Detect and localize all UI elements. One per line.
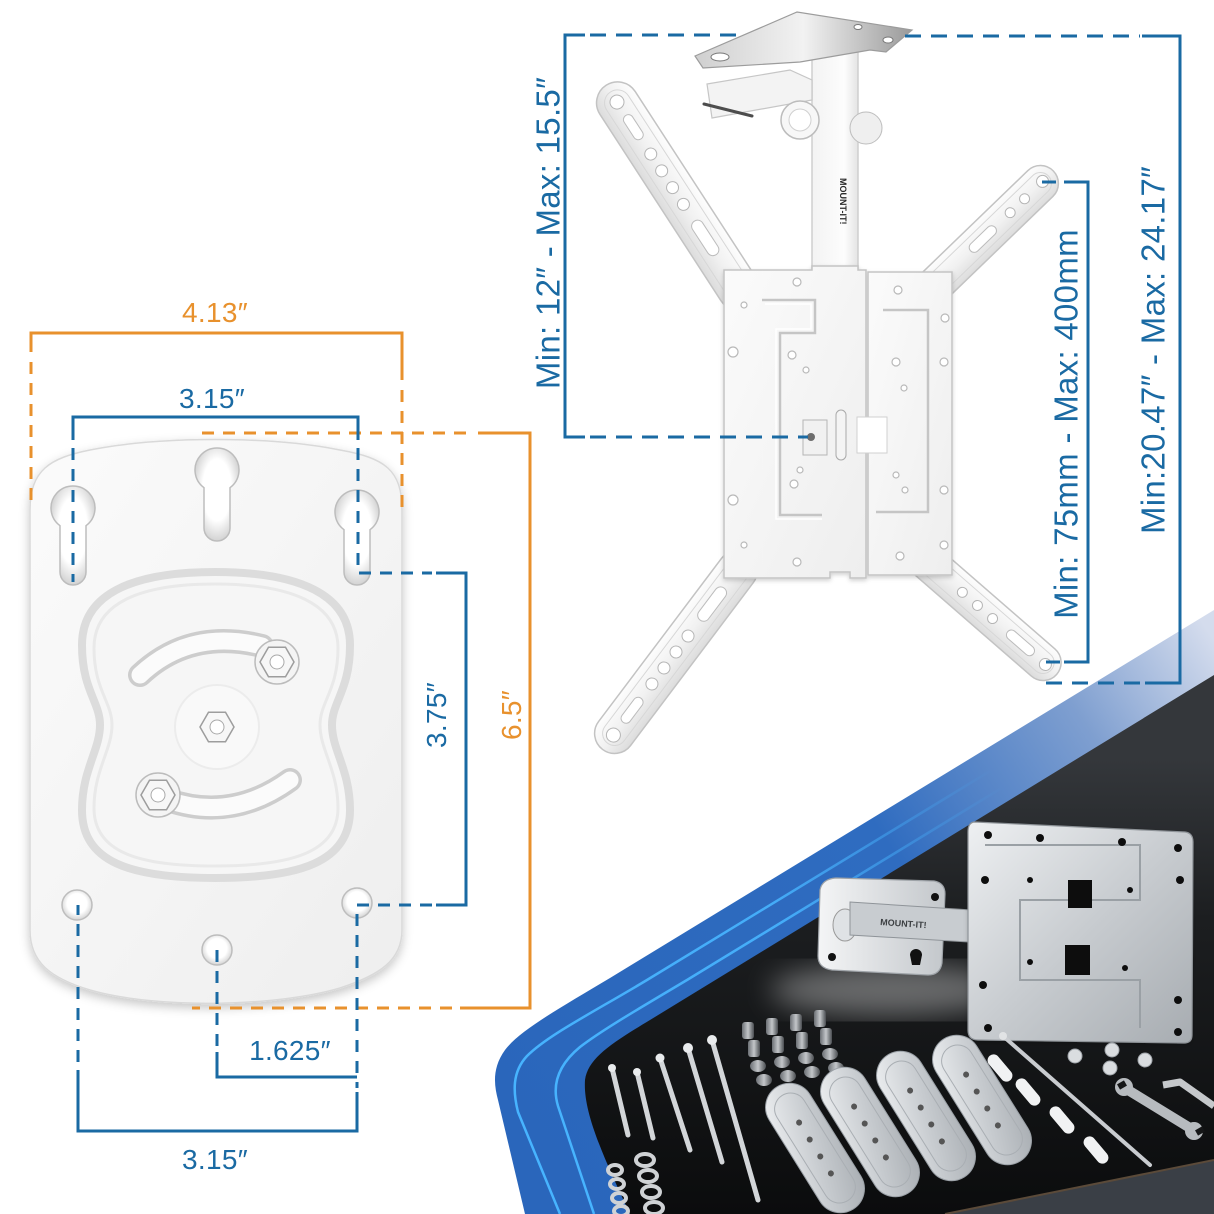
mat-pinstripe-inner <box>554 787 1001 1214</box>
tv-plate-center-slot <box>835 409 847 461</box>
keyhole-top-center <box>194 447 240 542</box>
wrench-icon <box>1115 1078 1205 1140</box>
allen-key-icon <box>1162 1078 1214 1109</box>
wall-plate-pad-inner-edge <box>92 582 340 868</box>
kit-plate-stamp <box>985 844 1141 1028</box>
tv-plate-stamp-left <box>762 298 822 517</box>
extension-strip <box>932 1034 1032 1166</box>
extension-strip <box>876 1050 976 1182</box>
top-hole-right-extension <box>356 448 432 575</box>
tv-plate-stamp-right <box>876 308 930 514</box>
overall-height-bracket <box>460 431 532 1010</box>
tilt-pin <box>702 102 754 118</box>
kit-tv-plate <box>967 821 1194 1044</box>
mat-pinstripe-outer <box>513 763 1001 1214</box>
kit-plate-holes <box>979 831 1184 1036</box>
center-hole-offset-bracket <box>215 1052 357 1079</box>
overall-width-bracket <box>29 331 404 380</box>
top-hole-spacing-label: 3.15″ <box>179 383 245 414</box>
hex-bolt-center <box>199 711 235 743</box>
extension-strip <box>820 1066 920 1198</box>
tv-plate-lock-screw <box>807 433 815 441</box>
vertical-hole-spacing-label: 3.75″ <box>421 682 452 748</box>
lower-arc-slot-inner <box>159 771 299 817</box>
tilt-knob-face <box>788 108 812 132</box>
center-hole-offset-label: 1.625″ <box>249 1035 331 1066</box>
hex-bolt-lower <box>135 772 181 818</box>
bottom-hole-spacing-bracket <box>76 1070 359 1133</box>
arm-lower-right <box>908 542 1062 682</box>
bracket-hole <box>931 893 939 901</box>
drop-length-label: Min: 12″ - Max: 15.5″ <box>529 76 567 390</box>
kit-plate-body <box>967 821 1194 1044</box>
kit-plate-square-hole <box>1065 945 1090 975</box>
hex-bolt-upper <box>254 639 300 685</box>
vesa-range-label: Min: 75mm - Max: 400mm <box>1047 229 1085 619</box>
top-hole-spacing-bracket <box>71 415 360 440</box>
tv-plate-left-half <box>723 265 867 579</box>
kit-cap-nuts <box>1067 1042 1153 1076</box>
extension-strip <box>765 1082 865 1214</box>
mount-pole <box>811 44 859 278</box>
drop-length-bracket <box>563 33 585 439</box>
bracket-hole <box>828 953 836 961</box>
kit-extension-strips <box>765 1034 1032 1214</box>
kit-washers <box>606 1152 665 1214</box>
hole-bottom-right <box>341 887 373 919</box>
bottom-hole-spacing-label: 3.15″ <box>182 1144 248 1175</box>
ceiling-plate-hole <box>882 36 894 44</box>
ceiling-tv-mount: MOUNT-IT! <box>593 11 1062 755</box>
tilt-knob-right <box>849 111 883 145</box>
vesa-tv-plate <box>723 265 953 579</box>
kit-lag-bolt <box>999 1032 1152 1167</box>
kit-contents-mat: MOUNT-IT! <box>495 610 1214 1214</box>
arm-span-label: Min:20.47″ - Max: 24.17″ <box>1134 165 1172 535</box>
tv-plate-square-cutout <box>856 416 888 454</box>
tv-plate-right-half <box>867 271 953 576</box>
upper-arc-slot-inner <box>131 632 271 684</box>
light-glow <box>770 964 1010 1016</box>
vertical-hole-spacing-bracket <box>436 571 468 907</box>
wall-plate <box>29 438 403 1005</box>
arm-upper-left <box>595 81 761 311</box>
arm-span-bracket <box>1142 34 1182 685</box>
pole-logo: MOUNT-IT! <box>838 178 848 225</box>
tv-plate-holes <box>727 277 950 567</box>
overall-width-label: 4.13″ <box>182 297 248 328</box>
bracket-keyhole <box>910 949 922 965</box>
dimension-lines-orange <box>29 331 532 1010</box>
vertical-hole-bottom-extension <box>355 903 432 1088</box>
ceiling-plate-slot <box>710 52 730 62</box>
ceiling-plate-hole <box>853 24 863 30</box>
dimension-lines-blue <box>71 33 1182 1133</box>
tilt-bracket <box>706 69 813 119</box>
overall-height-label: 6.5″ <box>496 689 527 741</box>
kit-plate-square-hole <box>1068 880 1092 908</box>
tv-plate-stamp-left-highlight <box>765 303 822 520</box>
kit-screws <box>608 1035 761 1203</box>
vesa-range-bracket <box>1064 180 1090 664</box>
arm-lower-left <box>593 549 759 755</box>
mat-edge-line <box>944 1159 1214 1214</box>
kit-anchors <box>987 1054 1109 1164</box>
kit-arm-logo: MOUNT-IT! <box>880 917 927 930</box>
